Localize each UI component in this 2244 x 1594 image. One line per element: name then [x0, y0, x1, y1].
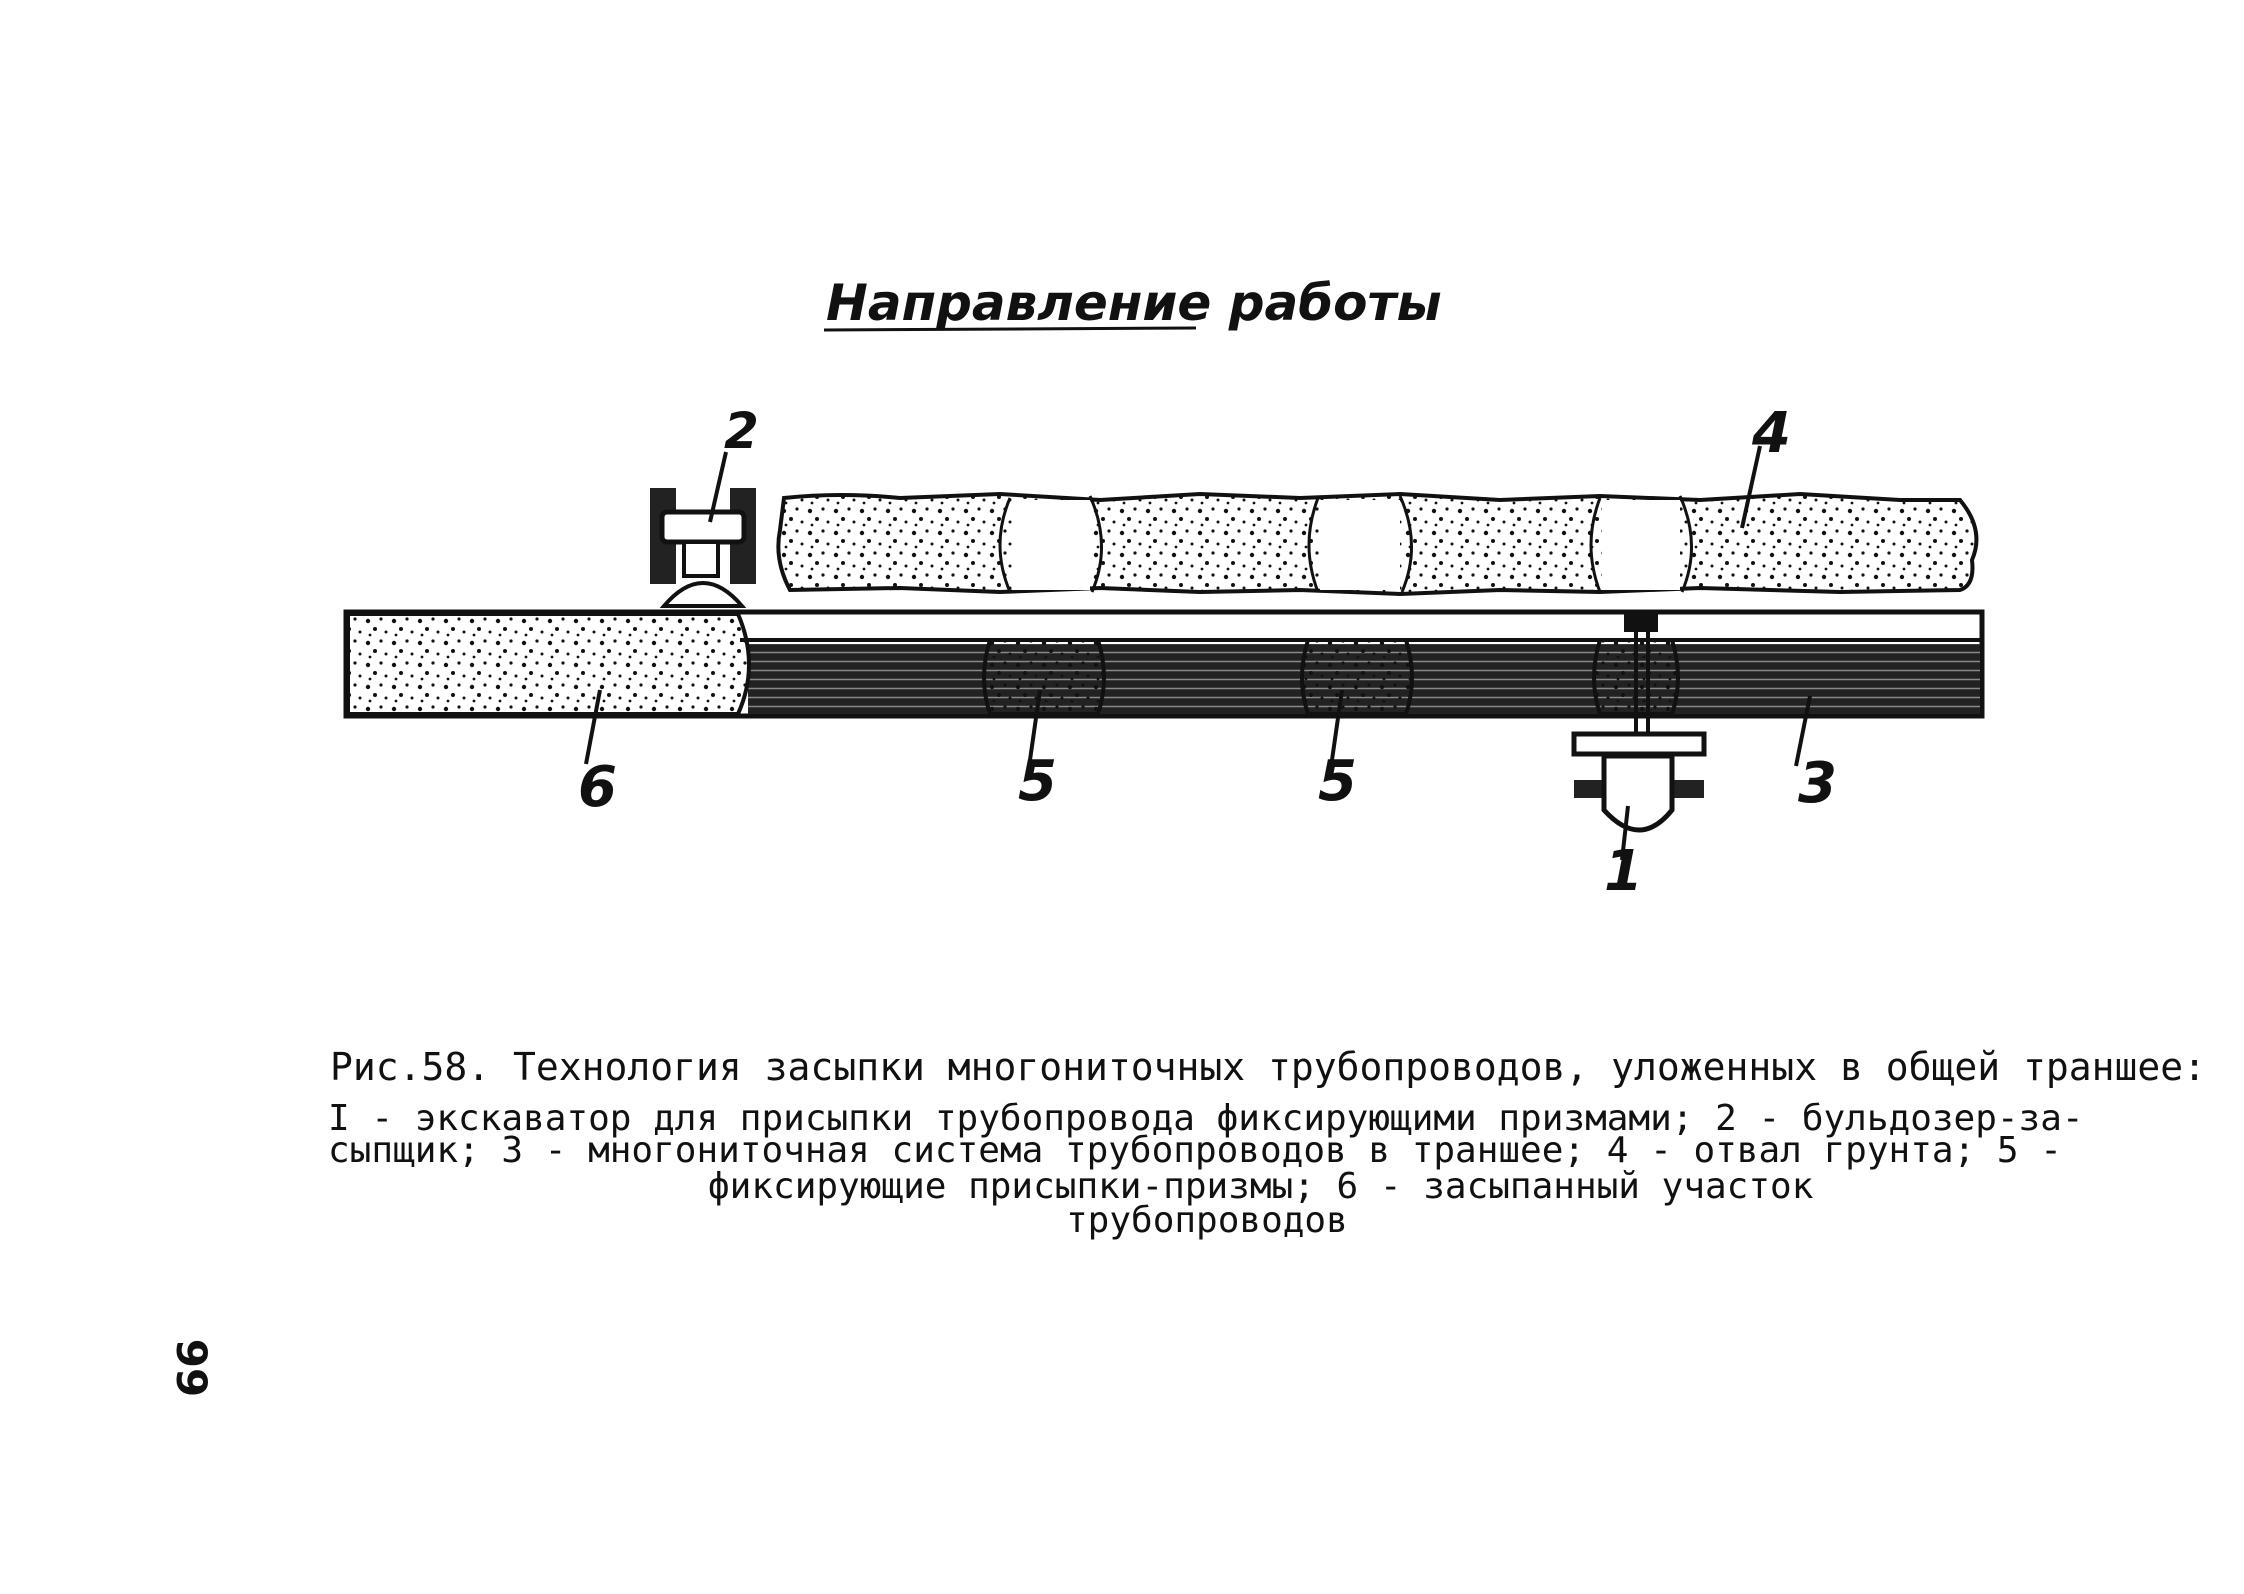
figure-caption-line: трубопроводов: [1066, 1200, 1348, 1241]
title-underline: [823, 326, 1197, 332]
label-spoil-bank: 4: [1751, 401, 1791, 466]
work-direction-title: Направление работы: [826, 274, 1442, 332]
label-prism-a: 5: [1018, 749, 1057, 814]
bulldozer-icon: [650, 488, 756, 608]
spoil-bank: [776, 491, 1979, 597]
filled-section: [346, 612, 751, 716]
excavator-icon: [1571, 612, 1707, 833]
label-filled-section: 6: [578, 755, 617, 820]
figure-caption-line: сыпщик; 3 - многониточная система трубоп…: [328, 1130, 2062, 1171]
fixing-prism-a: [982, 638, 1106, 716]
page-number: 99: [167, 1338, 216, 1398]
label-excavator: 1: [1604, 839, 1643, 904]
figure-caption-line: I - экскаватор для присыпки трубопровода…: [328, 1098, 2084, 1139]
figure-caption-line: фиксирующие присыпки-призмы; 6 - засыпан…: [708, 1166, 1814, 1207]
fixing-prism-b: [1300, 638, 1414, 716]
leader-lines: [584, 445, 1812, 861]
label-prism-b: 5: [1318, 749, 1357, 814]
label-pipelines: 3: [1798, 751, 1837, 816]
label-bulldozer: 2: [724, 402, 759, 460]
figure-caption-heading: Рис.58. Технология засыпки многониточных…: [330, 1045, 2206, 1089]
